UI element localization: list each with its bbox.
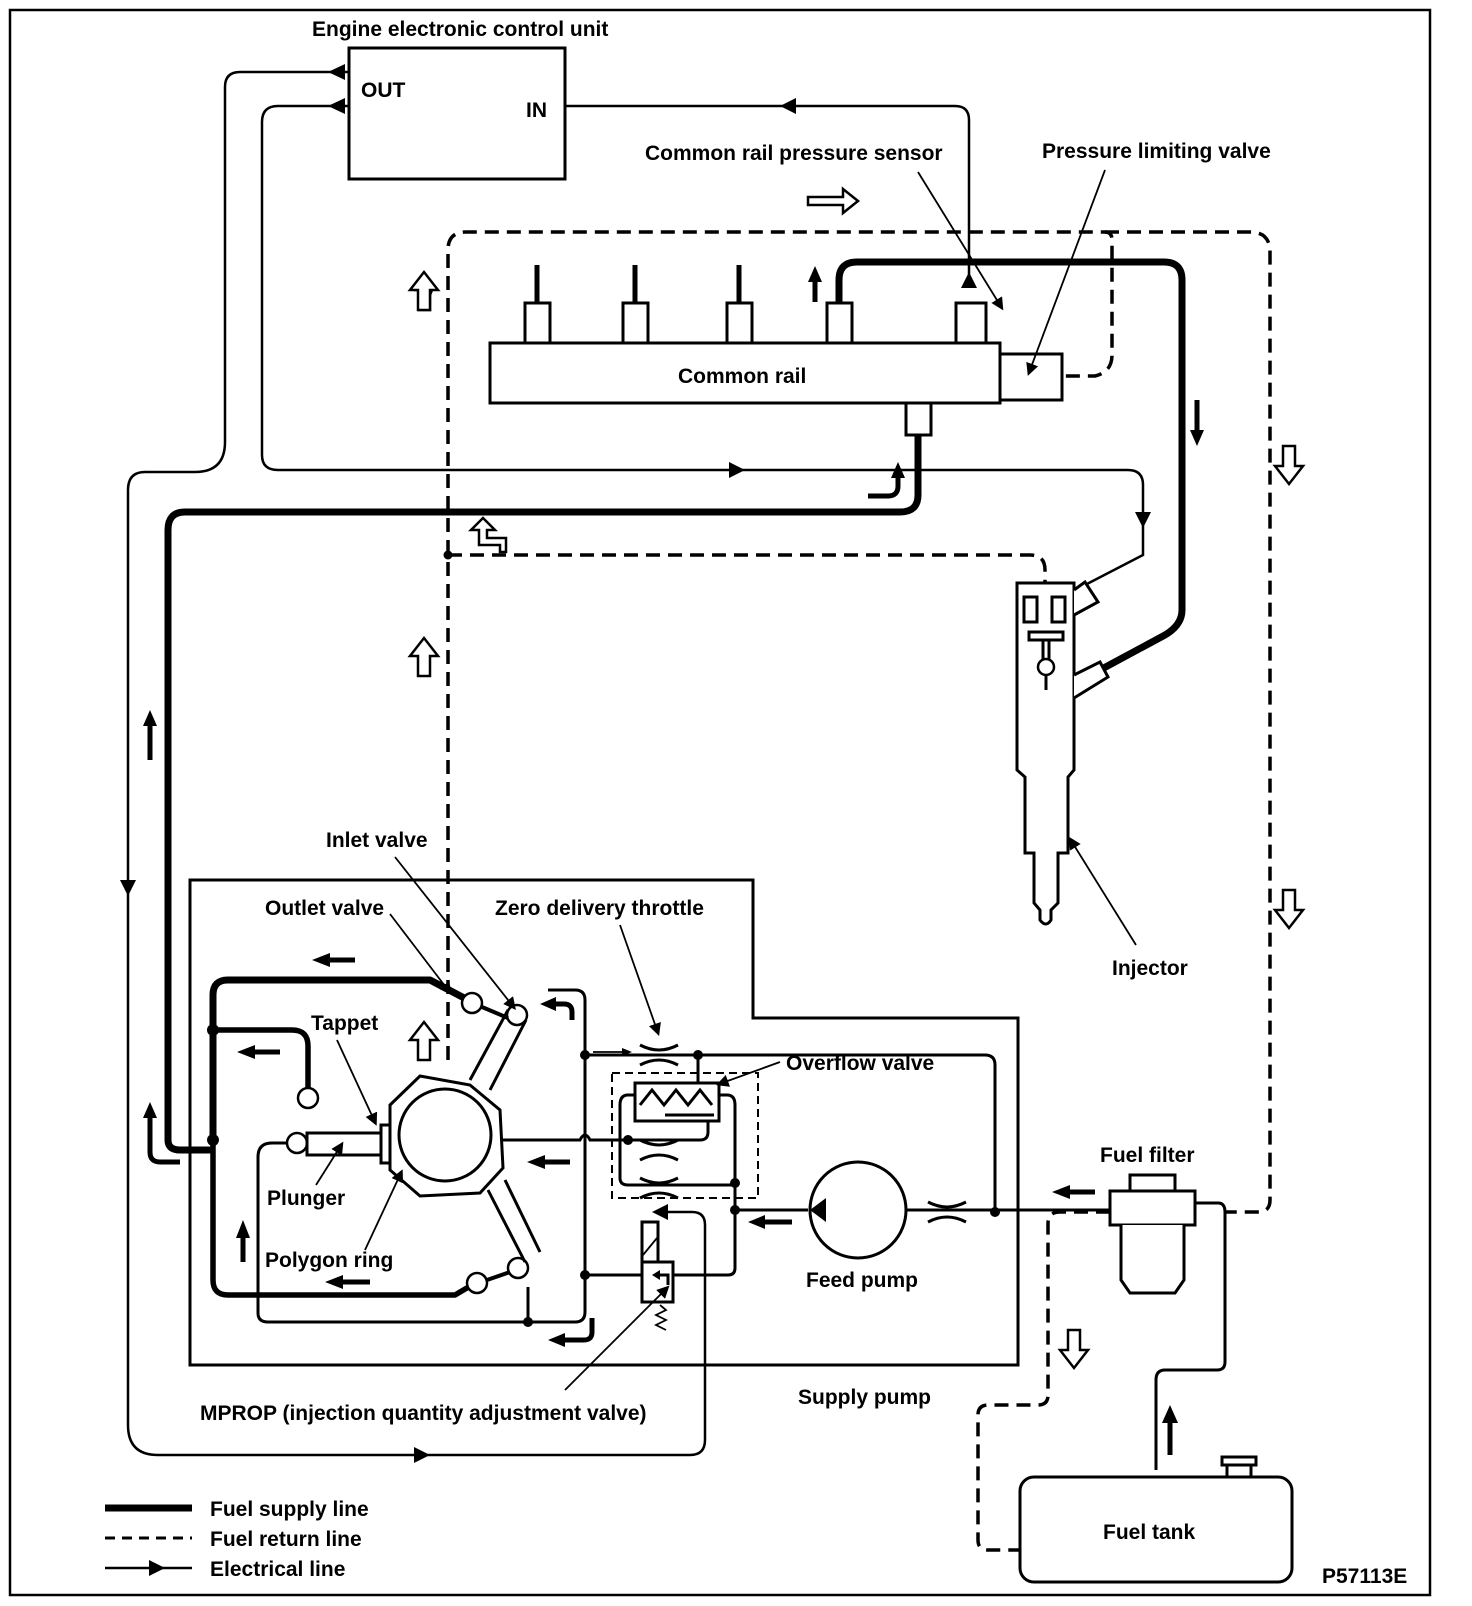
fuel-filter <box>1108 1173 1227 1470</box>
common-rail-label: Common rail <box>678 365 806 388</box>
pressure-limiting-valve-label: Pressure limiting valve <box>1042 140 1271 163</box>
figure-frame <box>8 8 1432 1597</box>
legend-electrical-label: Electrical line <box>210 1558 345 1581</box>
figure-id: P57113E <box>1322 1565 1407 1588</box>
fuel-filter-label: Fuel filter <box>1100 1144 1195 1167</box>
ecu-box <box>347 46 567 181</box>
polygon-ring-label: Polygon ring <box>265 1249 393 1272</box>
ecu: Engine electronic control unit OUT IN <box>312 18 608 181</box>
supply-pump-label: Supply pump <box>798 1386 931 1409</box>
electrical-lines <box>120 64 1151 1463</box>
ecu-in-label: IN <box>526 99 547 122</box>
overflow-valve-label: Overflow valve <box>786 1052 934 1075</box>
pressure-limiting-valve <box>998 352 1064 402</box>
injector-label: Injector <box>1112 957 1188 980</box>
pressure-sensor <box>954 301 988 345</box>
inlet-valve-label: Inlet valve <box>326 829 428 852</box>
tappet-label: Tappet <box>311 1012 378 1035</box>
plunger-label: Plunger <box>267 1187 345 1210</box>
feed-pump-label: Feed pump <box>806 1269 918 1292</box>
fuel-return-lines <box>407 186 1306 1552</box>
ecu-title: Engine electronic control unit <box>312 18 608 41</box>
ecu-out-label: OUT <box>361 79 406 102</box>
injector <box>1015 579 1110 926</box>
supply-pump-housing <box>188 878 1020 1367</box>
fuel-tank-label: Fuel tank <box>1103 1521 1196 1544</box>
common-rail-assembly: Common rail <box>488 265 1064 437</box>
zero-delivery-throttle-label: Zero delivery throttle <box>495 897 704 920</box>
mprop-label: MPROP (injection quantity adjustment val… <box>200 1402 647 1425</box>
outlet-valve-label: Outlet valve <box>265 897 384 920</box>
fuel-tank <box>1018 1455 1294 1584</box>
legend-supply-label: Fuel supply line <box>210 1498 369 1521</box>
pressure-sensor-label: Common rail pressure sensor <box>645 142 943 165</box>
legend-return-label: Fuel return line <box>210 1528 362 1551</box>
legend: Fuel supply line Fuel return line Electr… <box>105 1498 369 1581</box>
fuel-supply-lines <box>143 258 1204 1165</box>
